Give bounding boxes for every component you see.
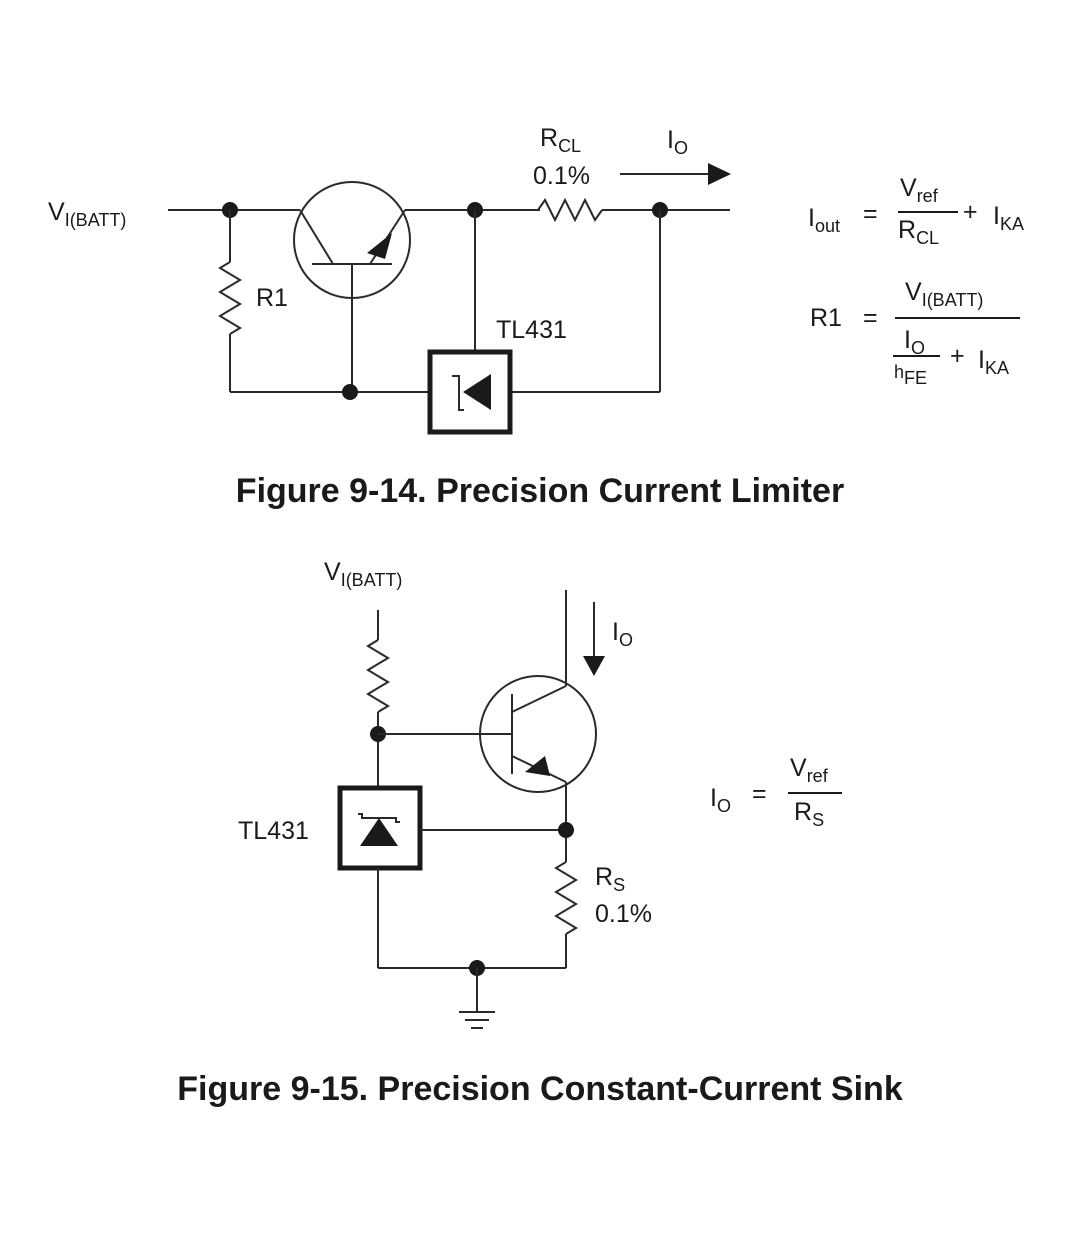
- svg-text:+: +: [963, 198, 978, 226]
- io-arrowhead: [583, 656, 605, 676]
- io-label: IO: [667, 126, 688, 158]
- figure-caption: Figure 9-15. Precision Constant-Current …: [177, 1070, 903, 1108]
- io-label: IO: [612, 618, 633, 650]
- svg-text:IKA: IKA: [978, 346, 1009, 378]
- svg-text:Vref: Vref: [900, 174, 939, 206]
- svg-text:hFE: hFE: [894, 362, 927, 388]
- rs-tolerance: 0.1%: [595, 900, 652, 928]
- figure-caption: Figure 9-14. Precision Current Limiter: [236, 472, 844, 510]
- tl431-label: TL431: [238, 817, 309, 845]
- svg-text:IO: IO: [710, 784, 731, 816]
- io-arrowhead: [708, 163, 731, 185]
- equation-r1: R1 = VI(BATT) IO hFE + IKA: [810, 278, 1020, 388]
- rcl-resistor: [537, 197, 603, 223]
- svg-text:=: =: [863, 304, 878, 332]
- rs-label: RS: [595, 863, 625, 895]
- svg-text:Vref: Vref: [790, 754, 829, 786]
- pass-transistor: [293, 181, 411, 392]
- svg-text:RCL: RCL: [898, 216, 939, 248]
- junction-dot: [342, 384, 358, 400]
- r1-label: R1: [256, 284, 288, 312]
- equation-iout: Iout = Vref RCL + IKA: [808, 174, 1024, 248]
- svg-text:=: =: [863, 200, 878, 228]
- svg-text:IO: IO: [904, 326, 925, 358]
- svg-text:Iout: Iout: [808, 204, 840, 236]
- tl431-shunt-regulator: [337, 785, 423, 871]
- tl431-shunt-regulator: [427, 349, 513, 435]
- equation-io: IO = Vref RS: [710, 754, 842, 830]
- ground-symbol: [459, 968, 495, 1029]
- vin-label: VI(BATT): [324, 558, 402, 590]
- figure-current-sink: VI(BATT) IO TL431: [177, 558, 903, 1108]
- r1-resistor: [218, 261, 242, 335]
- tl431-label: TL431: [496, 316, 567, 344]
- svg-text:=: =: [752, 780, 767, 808]
- vin-label: VI(BATT): [48, 198, 126, 230]
- rs-resistor: [554, 861, 578, 935]
- svg-text:R1: R1: [810, 304, 842, 332]
- svg-text:+: +: [950, 342, 965, 370]
- sink-transistor: [479, 590, 597, 862]
- rcl-label: RCL: [540, 124, 581, 156]
- bias-resistor: [366, 639, 390, 713]
- figure-current-limiter: VI(BATT) RCL 0.1% IO R1: [48, 124, 1024, 510]
- junction-dot: [558, 822, 574, 838]
- rcl-tolerance: 0.1%: [533, 162, 590, 190]
- svg-text:VI(BATT): VI(BATT): [905, 278, 983, 310]
- svg-text:RS: RS: [794, 798, 824, 830]
- svg-text:IKA: IKA: [993, 202, 1024, 234]
